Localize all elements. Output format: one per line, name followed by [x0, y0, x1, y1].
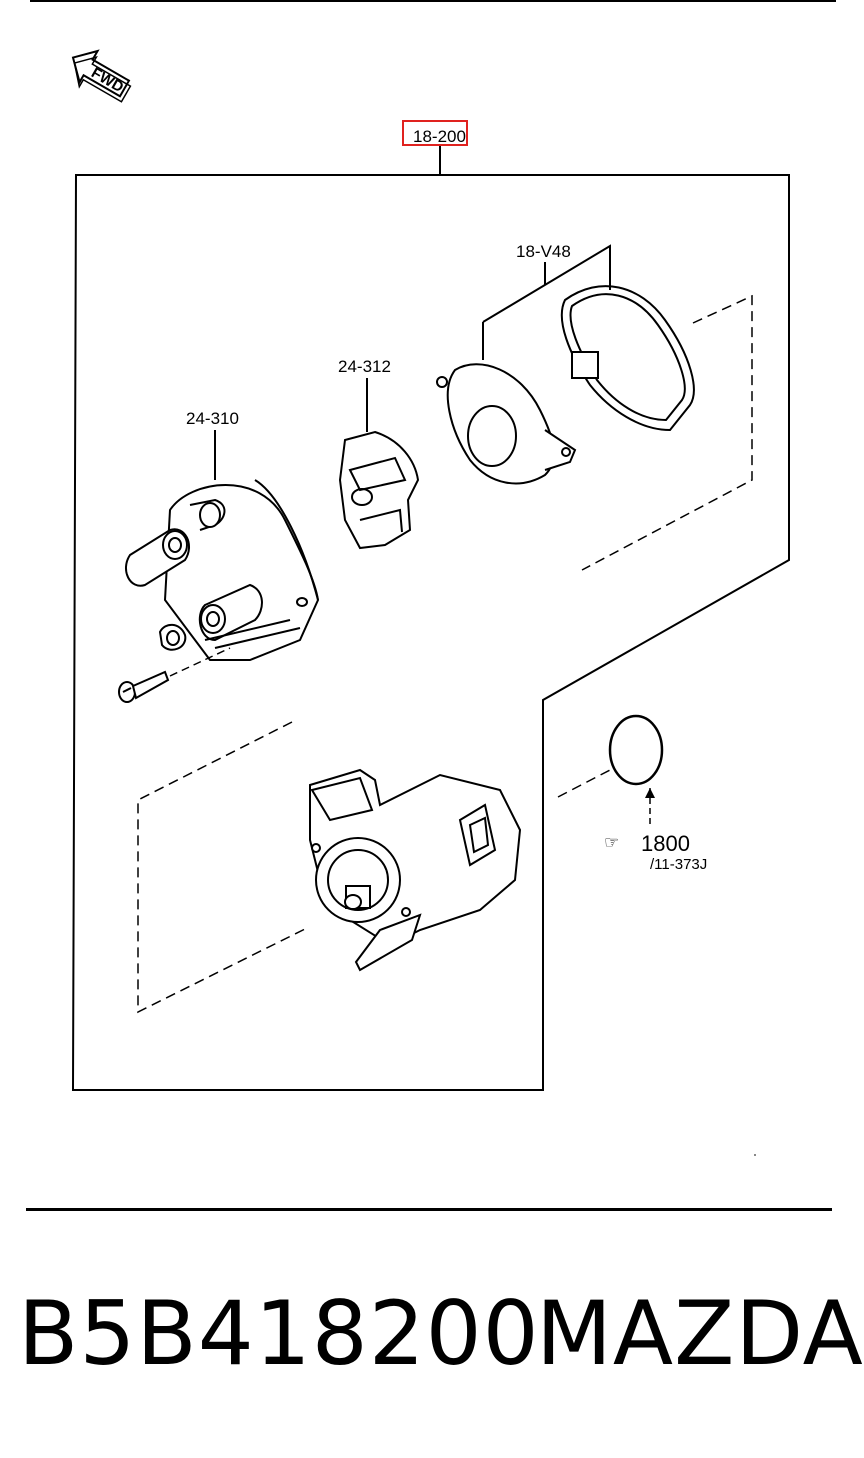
bottom-divider: [26, 1208, 832, 1211]
fwd-arrow-icon: FWD: [71, 49, 132, 103]
oring-ref-label[interactable]: 1800: [641, 831, 690, 856]
top-divider: [30, 0, 836, 2]
oring-sub-label: /11-373J: [650, 856, 707, 873]
part-number: B5B418200: [18, 1282, 540, 1385]
o-ring: [608, 714, 664, 786]
pointing-hand-icon: ☞: [604, 833, 619, 852]
assembly-ref-highlight: [402, 120, 468, 146]
assembly-ref-label[interactable]: 18-200: [413, 127, 466, 146]
rotor-label[interactable]: 24-312: [338, 357, 391, 376]
rotor: [338, 430, 420, 550]
seal-kit-label[interactable]: 18-V48: [516, 242, 571, 261]
brand-name: MAZDA: [536, 1282, 864, 1385]
stray-dot: [754, 1154, 756, 1156]
gasket: [560, 285, 695, 432]
distributor-cap: [125, 479, 320, 661]
cap-screw: [118, 670, 170, 703]
cap-label[interactable]: 24-310: [186, 409, 239, 428]
seal-cover: [436, 363, 577, 485]
distributor-body: [309, 768, 522, 972]
assembly-outline: [71, 174, 790, 1091]
